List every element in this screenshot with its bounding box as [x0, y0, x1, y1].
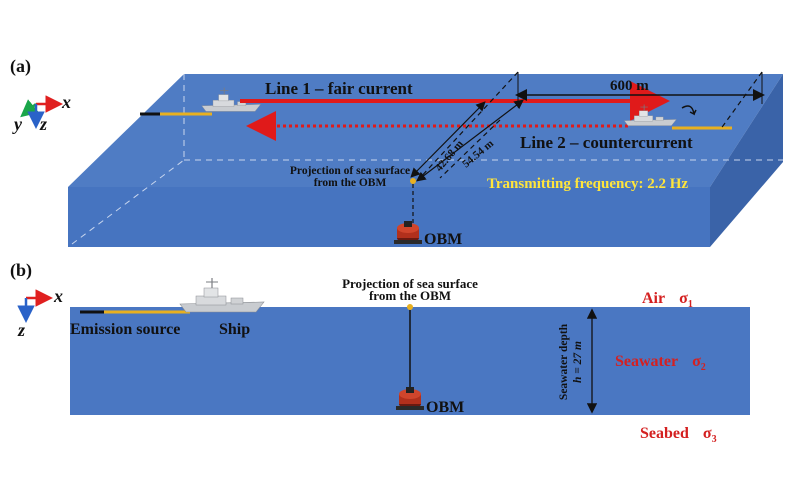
axis-x-label: x	[53, 286, 63, 306]
depth-label-line2: h = 27 m	[572, 341, 584, 383]
coordinate-axes-icon: x z	[17, 286, 63, 340]
axis-z-label: z	[39, 114, 47, 134]
sea-top-surface	[68, 74, 783, 187]
obm-label: OBM	[424, 231, 462, 248]
projection-label-line2: from the OBM	[369, 288, 451, 303]
axis-x-label: x	[61, 92, 71, 112]
projection-label-line1: Projection of sea surface	[342, 276, 478, 291]
axis-z-label: z	[17, 320, 25, 340]
panel-a-label: (a)	[10, 56, 31, 77]
panel-b-label: (b)	[10, 260, 32, 281]
projection-point	[407, 304, 413, 310]
distance-label: 600 m	[610, 78, 649, 94]
projection-label-line1: Projection of sea surface	[290, 165, 410, 177]
projection-point	[410, 178, 416, 184]
obm-label: OBM	[426, 399, 464, 416]
ship-label: Ship	[219, 321, 250, 338]
ship-icon	[179, 277, 265, 313]
frequency-label: Transmitting frequency: 2.2 Hz	[487, 176, 688, 192]
projection-label-line2: from the OBM	[314, 177, 387, 189]
ship-icon	[140, 87, 262, 116]
line1-label: Line 1 – fair current	[265, 79, 413, 98]
distance-600m: 600 m	[515, 72, 765, 104]
line2-label: Line 2 – countercurrent	[520, 133, 693, 152]
coordinate-axes-icon: x y z	[12, 92, 71, 134]
ship-icon	[623, 104, 732, 130]
depth-label-line1: Seawater depth	[558, 323, 570, 400]
sea-front-face	[68, 187, 710, 247]
emission-source-label: Emission source	[70, 321, 180, 338]
axis-y-label: y	[12, 114, 23, 134]
